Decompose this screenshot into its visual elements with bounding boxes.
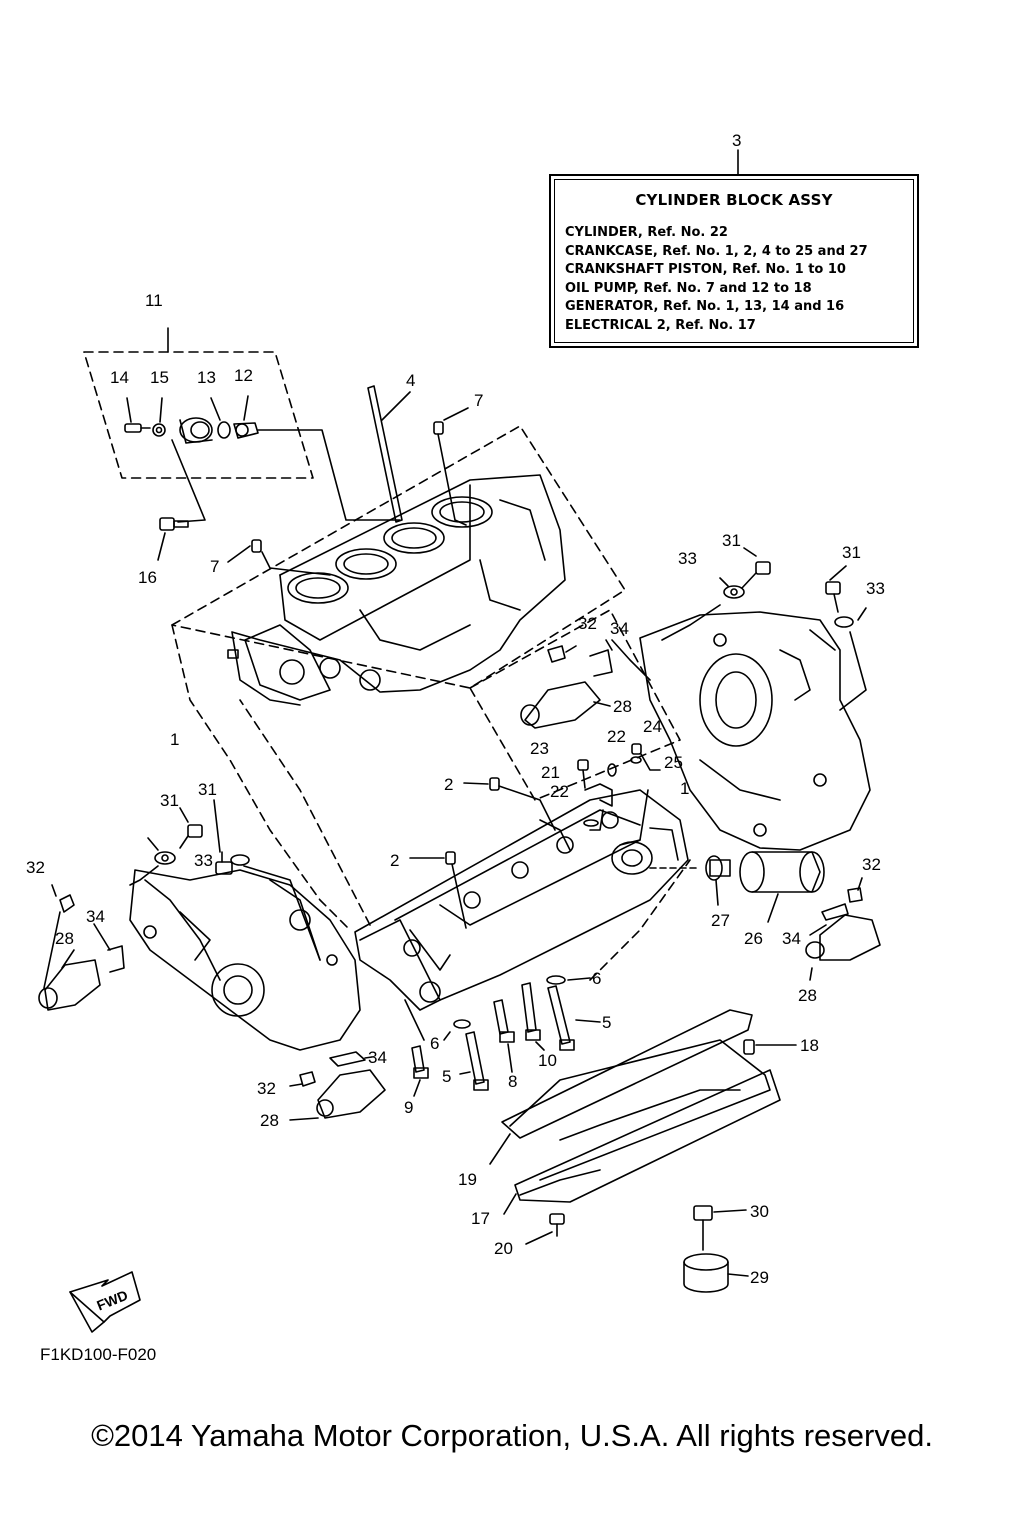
drain-bolt-20 [525, 1213, 565, 1245]
callout: 28 [798, 986, 817, 1005]
callout: 33 [194, 851, 213, 870]
callout: 20 [494, 1239, 513, 1258]
bolt-30 [693, 1205, 747, 1251]
oil-pipe-fittings [577, 743, 661, 846]
legend-title: CYLINDER BLOCK ASSY [635, 191, 833, 209]
callout: 3 [732, 131, 741, 150]
callout: 28 [260, 1111, 279, 1130]
callout: 15 [150, 368, 169, 387]
damper-29 [683, 1253, 749, 1293]
bolts-washers-right [661, 547, 867, 711]
callout: 21 [541, 763, 560, 782]
callout: 32 [578, 614, 597, 633]
dashed-group-box-mount-right [469, 609, 681, 801]
callout: 12 [234, 366, 253, 385]
legend-box: CYLINDER BLOCK ASSY CYLINDER, Ref. No. 2… [549, 174, 919, 348]
oil-pump-parts [124, 395, 401, 523]
callout: 5 [602, 1013, 611, 1032]
callout: 7 [210, 557, 219, 576]
callout: 34 [86, 907, 105, 926]
callout: 33 [678, 549, 697, 568]
oil-pan [503, 1069, 781, 1215]
callout: 6 [592, 969, 601, 988]
callout: 6 [430, 1034, 439, 1053]
callout: 2 [444, 775, 453, 794]
fwd-arrow-icon [69, 1271, 141, 1333]
engine-mount-center [289, 1051, 386, 1121]
callout: 31 [198, 780, 217, 799]
callout: 30 [750, 1202, 769, 1221]
callout: 32 [26, 858, 45, 877]
legend-line: CYLINDER, Ref. No. 22 [565, 225, 728, 240]
callout: 32 [862, 855, 881, 874]
callout: 17 [471, 1209, 490, 1228]
callout: 23 [530, 739, 549, 758]
oil-pan-gasket [489, 1009, 771, 1181]
engine-mount-upper [520, 639, 651, 729]
legend-line: CRANKCASE, Ref. No. 1, 2, 4 to 25 and 27 [565, 243, 868, 259]
crankcase-bolts [404, 975, 601, 1097]
callout: 16 [138, 568, 157, 587]
callout: 27 [711, 911, 730, 930]
dashed-group-box-11 [83, 351, 314, 479]
callout: 22 [550, 782, 569, 801]
callout: 31 [842, 543, 861, 562]
callout: 2 [390, 851, 399, 870]
callout: 8 [508, 1072, 517, 1091]
callout: 31 [160, 791, 179, 810]
dashed-group-box-crankcase-lower [239, 699, 691, 981]
callout: 29 [750, 1268, 769, 1287]
callout: 10 [538, 1051, 557, 1070]
legend-inner-frame [554, 179, 914, 343]
callout: 31 [722, 531, 741, 550]
callout: 25 [664, 753, 683, 772]
dashed-group-box-cylinder [171, 425, 626, 931]
dowel-pins-7 [227, 407, 469, 576]
diagram-code: F1KD100-F020 [40, 1345, 157, 1364]
engine-mount-left [38, 884, 125, 1011]
bolt-16 [157, 517, 189, 561]
legend-lines: CYLINDER, Ref. No. 22 CRANKCASE, Ref. No… [565, 224, 868, 335]
lower-crankcase [354, 789, 689, 1011]
callout: 34 [368, 1048, 387, 1067]
callout: 11 [145, 291, 163, 310]
callout: 34 [782, 929, 801, 948]
oil-filter [649, 851, 825, 923]
callout: 13 [197, 368, 216, 387]
callout: 34 [610, 619, 629, 638]
callout: 5 [442, 1067, 451, 1086]
callout: 9 [404, 1098, 413, 1117]
callout: 4 [406, 371, 415, 390]
callout-labels: 11 14 15 13 12 4 7 16 7 1 33 31 31 32 34… [26, 131, 885, 1314]
callout: 22 [607, 727, 626, 746]
callout: 18 [800, 1036, 819, 1055]
callout: 7 [474, 391, 483, 410]
callout: 28 [55, 929, 74, 948]
legend-line: GENERATOR, Ref. No. 1, 13, 14 and 16 [565, 299, 845, 314]
generator-cover-right [639, 611, 871, 851]
callout: 32 [257, 1079, 276, 1098]
legend-line: OIL PUMP, Ref. No. 7 and 12 to 18 [565, 280, 812, 296]
engine-mount-right [805, 877, 881, 981]
stud-bolt-4 [367, 385, 411, 523]
plug-18 [743, 1039, 797, 1055]
callout: 19 [458, 1170, 477, 1189]
bolts-washers-left [129, 799, 321, 961]
fwd-label: FWD [94, 1287, 130, 1314]
callout: 28 [613, 697, 632, 716]
callout: 33 [866, 579, 885, 598]
dowel-pins-2 [409, 777, 556, 929]
legend-line: ELECTRICAL 2, Ref. No. 17 [565, 317, 756, 333]
legend-line: CRANKSHAFT PISTON, Ref. No. 1 to 10 [565, 262, 846, 277]
cylinder-block [227, 474, 566, 706]
callout: 1 [170, 730, 179, 749]
generator-cover-left [129, 869, 361, 1051]
callout: 1 [680, 779, 689, 798]
callout: 26 [744, 929, 763, 948]
copyright-notice: ©2014 Yamaha Motor Corporation, U.S.A. A… [91, 1418, 933, 1453]
callout: 24 [643, 717, 662, 736]
callout: 14 [110, 368, 129, 387]
